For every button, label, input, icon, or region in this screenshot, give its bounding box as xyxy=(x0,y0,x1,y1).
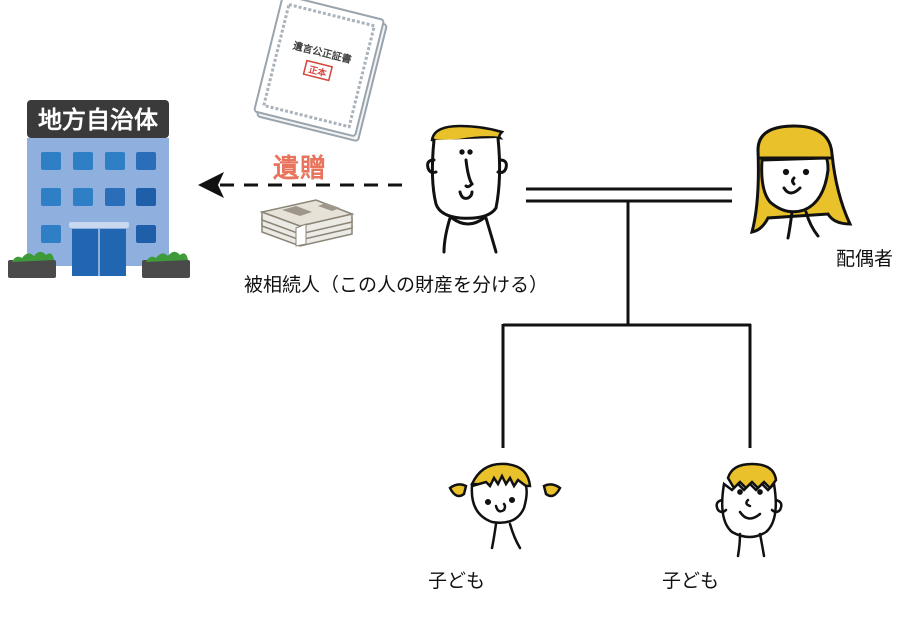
bush-left xyxy=(8,251,56,278)
building-windows xyxy=(41,152,156,243)
spouse-label: 配偶者 xyxy=(836,248,894,270)
building-awning xyxy=(69,222,129,228)
spouse-person-icon xyxy=(749,124,853,240)
bequest-label: 遺贈 xyxy=(273,154,328,184)
child-label: 子ども xyxy=(662,570,720,592)
arrow-head-icon xyxy=(198,172,224,198)
child-girl-icon xyxy=(448,462,562,550)
bequest-arrow xyxy=(198,172,405,198)
marriage-line xyxy=(526,187,732,203)
will-document-stamp-box xyxy=(302,59,334,82)
child-boy-icon xyxy=(715,462,783,558)
government-building: 地方自治体 xyxy=(8,100,190,278)
deceased-label: 被相続人（この人の財産を分ける） xyxy=(244,274,549,296)
child-label: 子ども xyxy=(428,570,486,592)
building-sign-text: 地方自治体 xyxy=(38,106,159,134)
money-stack-icon xyxy=(259,199,355,247)
bush-right xyxy=(142,251,190,278)
building-sign-board xyxy=(27,100,169,138)
deceased-person-icon xyxy=(426,124,508,254)
family-tree-lines xyxy=(501,201,752,448)
will-document-icon: 遺言公正証書 正本 xyxy=(253,0,388,142)
